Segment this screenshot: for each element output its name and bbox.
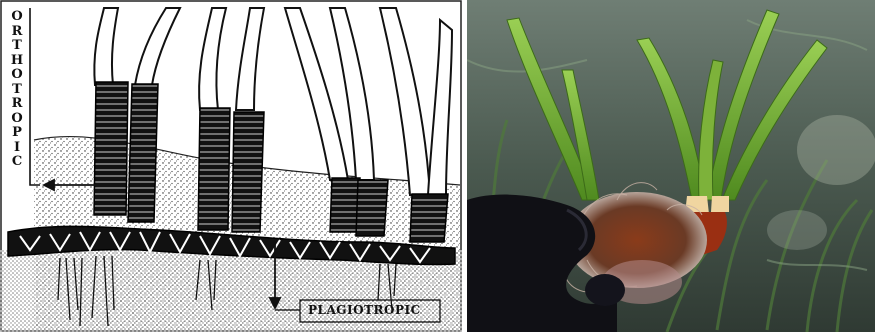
sediment-patch <box>797 115 875 185</box>
rhizome-drawing <box>0 0 462 332</box>
rhizome-illustration: ORTHOTROPIC PLAGIOTROPIC <box>0 0 462 332</box>
seagrass-photo <box>467 0 875 332</box>
orthotropic-label: ORTHOTROPIC <box>10 10 24 170</box>
seagrass-photo-drawing <box>467 0 875 332</box>
plagiotropic-label: PLAGIOTROPIC <box>308 303 421 317</box>
